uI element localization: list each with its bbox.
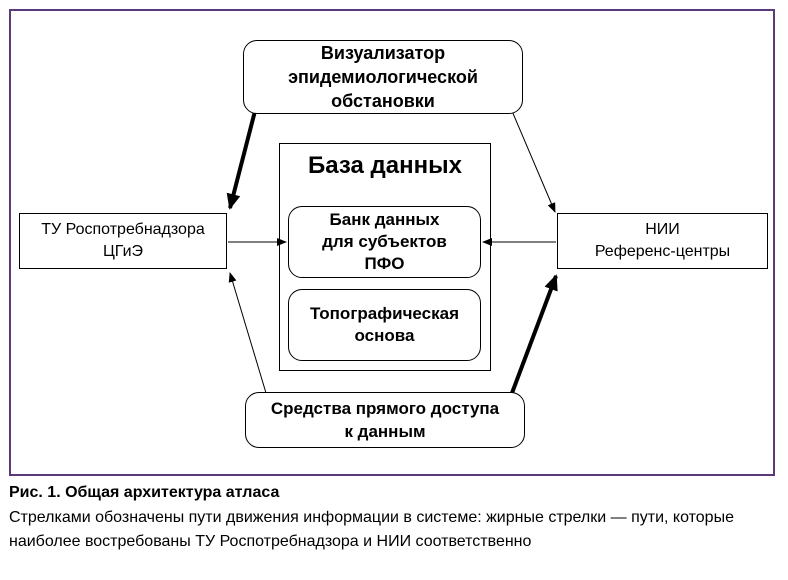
diagram-frame [9, 9, 775, 476]
visualizer-label: Визуализатор эпидемиологической обстанов… [288, 43, 478, 111]
caption-title: Рис. 1. Общая архитектура атласа [9, 484, 280, 501]
direct-access-box: Средства прямого доступа к данным [245, 392, 525, 448]
topo-box: Топографическая основа [288, 289, 481, 361]
visualizer-box: Визуализатор эпидемиологической обстанов… [243, 40, 523, 114]
bank-label: Банк данных для субъектов ПФО [322, 210, 447, 273]
nii-box: НИИ Референс-центры [557, 213, 768, 269]
direct-access-label: Средства прямого доступа к данным [270, 399, 500, 441]
caption-text: Стрелками обозначены пути движения инфор… [9, 509, 734, 550]
database-box [279, 143, 491, 371]
topo-label: Топографическая основа [309, 304, 460, 345]
database-title: База данных [308, 152, 462, 179]
nii-label: НИИ Референс-центры [594, 221, 731, 260]
tu-label: ТУ Роспотребнадзора ЦГиЭ [41, 221, 205, 260]
tu-box: ТУ Роспотребнадзора ЦГиЭ [19, 213, 227, 269]
bank-box: Банк данных для субъектов ПФО [288, 206, 481, 278]
